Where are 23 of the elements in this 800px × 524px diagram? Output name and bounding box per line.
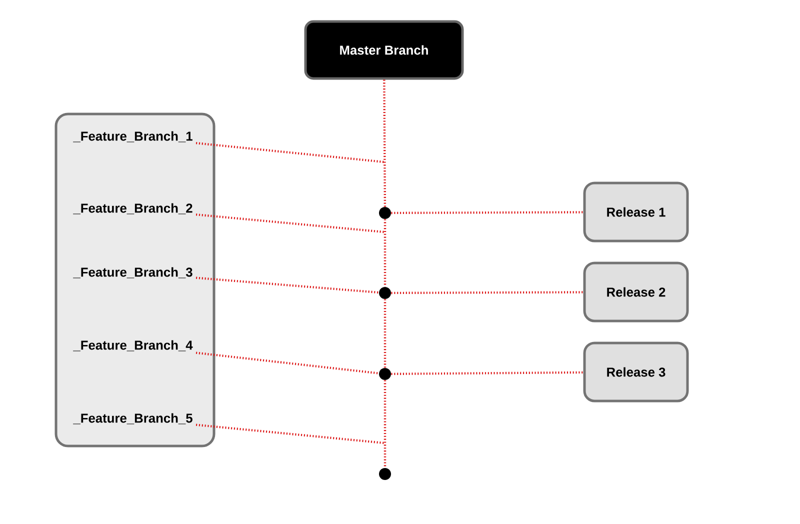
connector-line [391, 371, 584, 376]
release-box: Release 1 [583, 182, 689, 242]
branch-label: _Feature_Branch_5 [73, 413, 192, 424]
junction-dot [379, 207, 391, 219]
connector-line [196, 352, 379, 374]
junction-dot [379, 368, 391, 380]
connector-line [391, 291, 584, 294]
group-box [54, 112, 216, 448]
branch-label: _Feature_Branch_2 [73, 203, 192, 214]
release-box: Release 3 [583, 342, 689, 402]
junction-dot [379, 287, 391, 299]
branch-label: _Feature_Branch_3 [73, 267, 192, 278]
connector-line [384, 299, 386, 368]
connector-line [384, 219, 386, 287]
connector-line [196, 424, 384, 444]
connector-line [384, 380, 386, 468]
connector-line [391, 211, 584, 214]
junction-dot [379, 468, 391, 480]
connector-line [383, 80, 386, 207]
branch-label: _Feature_Branch_1 [73, 131, 192, 142]
branch-box: Master Branch [304, 20, 464, 80]
release-box: Release 2 [583, 262, 689, 322]
branch-label: _Feature_Branch_4 [73, 340, 193, 352]
